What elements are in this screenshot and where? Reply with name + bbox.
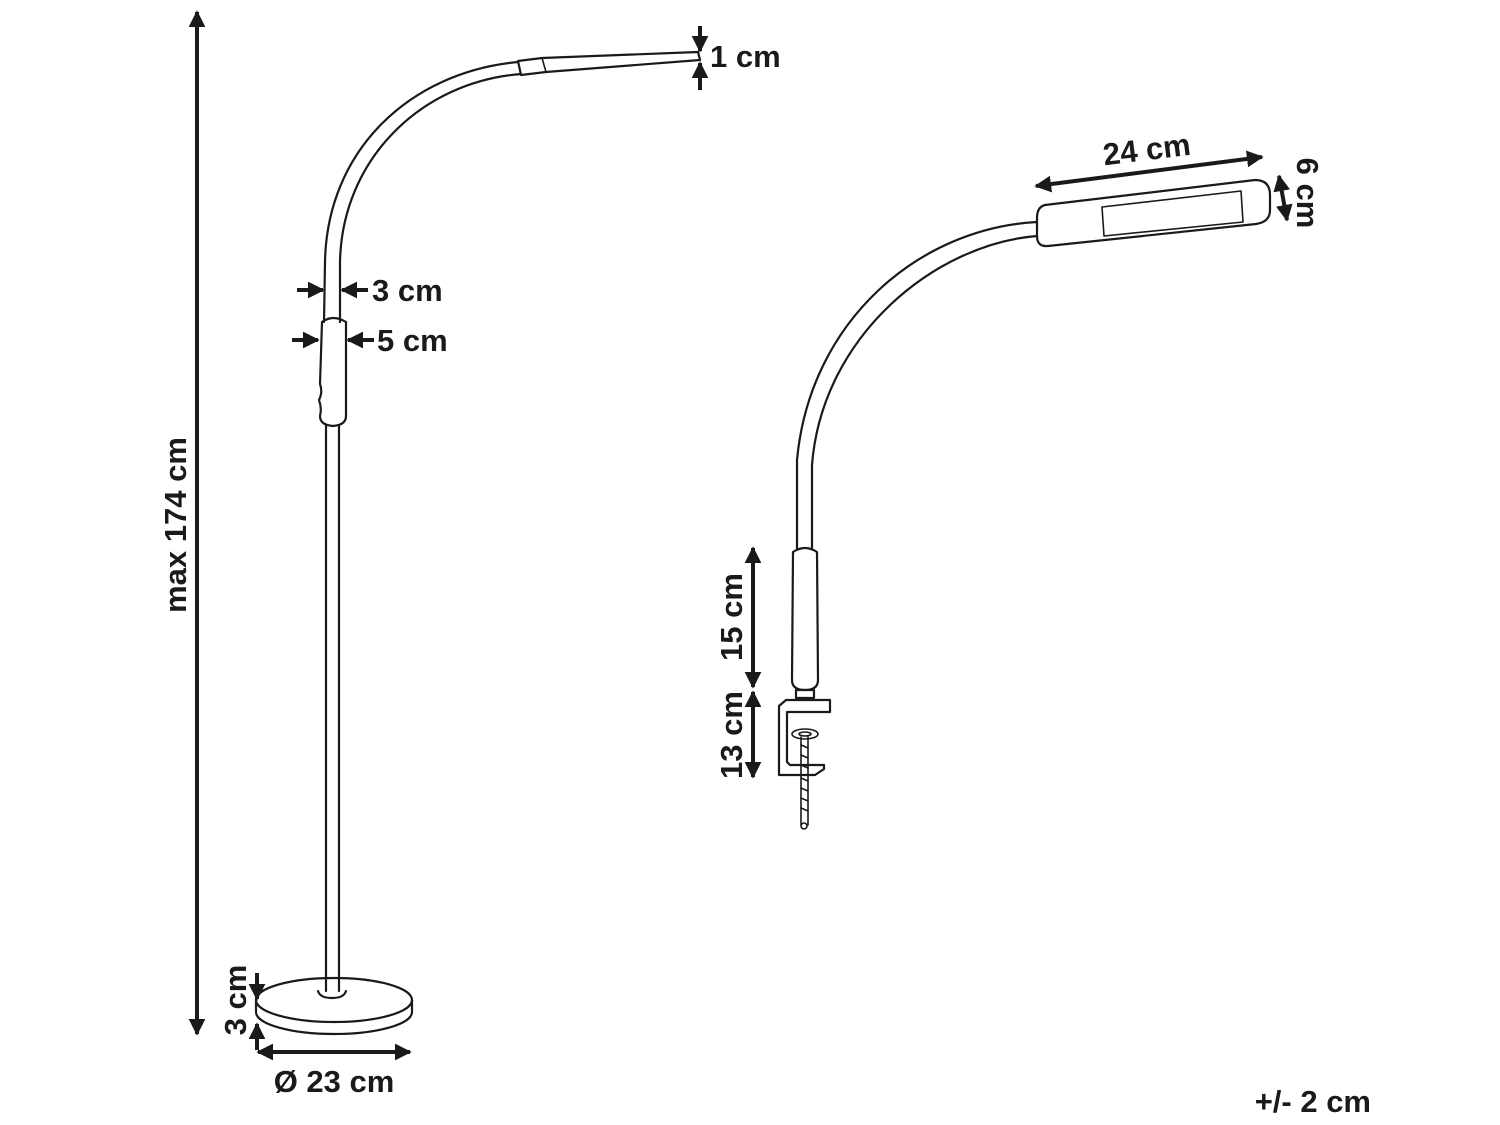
clamp-lamp-grip bbox=[790, 546, 820, 700]
floor-lamp-base bbox=[254, 976, 414, 1036]
floor-lamp-head bbox=[516, 50, 702, 77]
clamp-lamp-head bbox=[1035, 178, 1272, 248]
base-diameter-label: Ø 23 cm bbox=[274, 1064, 395, 1099]
clamp-lamp-drawing bbox=[777, 178, 1272, 830]
tolerance-note: +/- 2 cm bbox=[1255, 1084, 1371, 1119]
grip-length-label: 15 cm bbox=[714, 573, 749, 661]
clamp-lamp-clamp bbox=[777, 698, 832, 830]
clamp-lamp-gooseneck bbox=[795, 220, 1039, 550]
head-thickness-label: 1 cm bbox=[710, 39, 781, 74]
head-width-label: 6 cm bbox=[1290, 158, 1325, 229]
floor-lamp-gooseneck bbox=[322, 60, 523, 324]
grip-diameter-label: 5 cm bbox=[377, 323, 448, 358]
head-length-label: 24 cm bbox=[1101, 127, 1193, 172]
arm-diameter-label: 3 cm bbox=[372, 273, 443, 308]
height-label: max 174 cm bbox=[158, 437, 193, 613]
base-height-label-top: 3 cm bbox=[218, 965, 253, 1036]
floor-lamp-pole bbox=[324, 423, 341, 993]
head-length-arrow bbox=[1034, 150, 1264, 193]
floor-lamp-grip bbox=[317, 316, 348, 428]
head-width-arrow bbox=[1273, 174, 1293, 222]
floor-lamp-drawing bbox=[254, 50, 702, 1036]
clamp-height-label: 13 cm bbox=[714, 691, 749, 779]
